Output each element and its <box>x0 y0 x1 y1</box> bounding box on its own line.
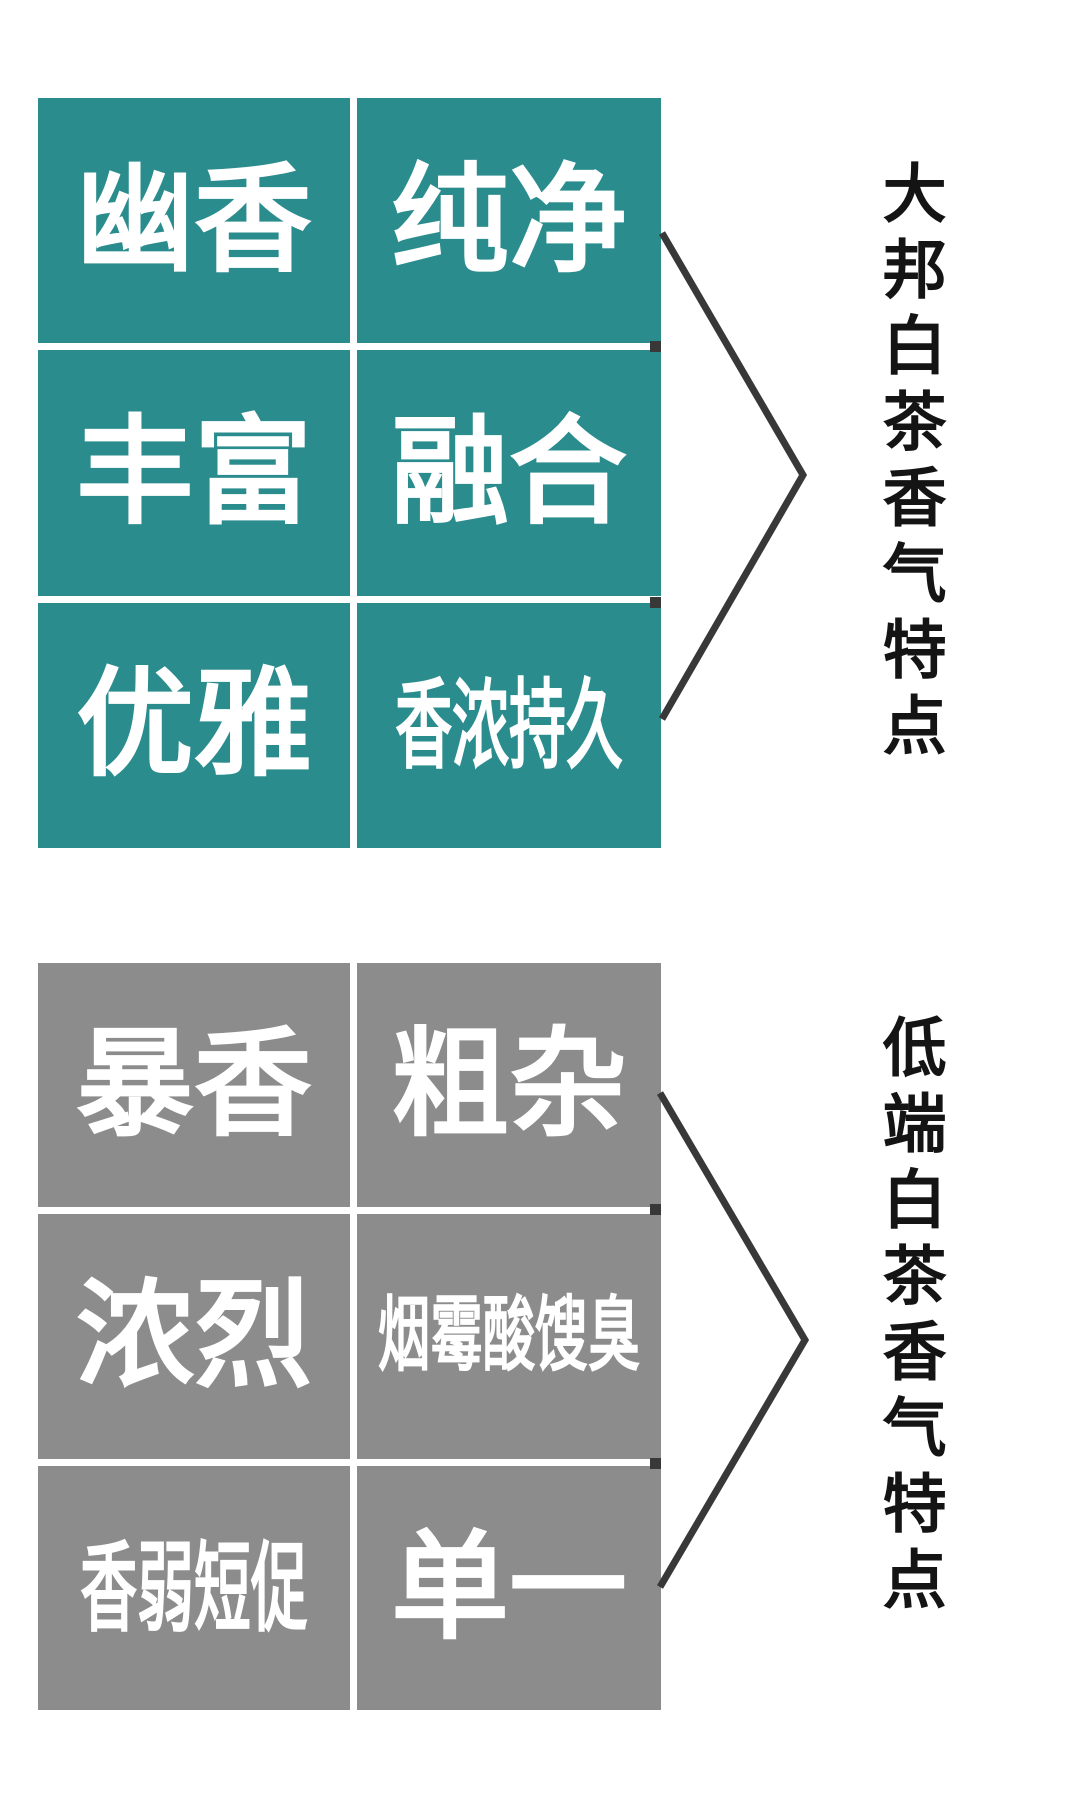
lowend-tile-cuza: 粗杂 <box>357 963 661 1208</box>
divider-notch <box>650 1204 661 1215</box>
tile-label: 浓烈 <box>75 1270 312 1403</box>
lowend-tea-grid: 暴香 粗杂 浓烈 烟霉酸馊臭 香弱短促 单一 <box>38 963 661 1710</box>
premium-tile-ronghe: 融合 <box>357 350 661 596</box>
premium-section-title: 大邦白茶香气特点 <box>873 160 946 768</box>
tile-label: 幽香 <box>75 154 312 287</box>
lowend-tile-danyi: 单一 <box>357 1465 661 1710</box>
premium-tile-fengfu: 丰富 <box>38 350 350 596</box>
tile-label: 暴香 <box>75 1019 312 1152</box>
premium-tea-grid: 幽香 纯净 丰富 融合 优雅 香浓持久 <box>38 98 661 848</box>
tile-label: 融合 <box>390 406 627 539</box>
tile-label: 单一 <box>390 1521 627 1654</box>
lowend-tile-nonglie: 浓烈 <box>38 1214 350 1459</box>
tile-label: 香浓持久 <box>395 670 623 781</box>
divider-notch <box>650 597 661 608</box>
lowend-tile-yanmeisuansouchou: 烟霉酸馊臭 <box>357 1214 661 1459</box>
premium-tile-youxiang: 幽香 <box>38 98 350 344</box>
tile-label: 粗杂 <box>390 1019 627 1152</box>
lowend-tile-xiangruoduancu: 香弱短促 <box>38 1465 350 1710</box>
tile-label: 纯净 <box>390 154 627 287</box>
lowend-tile-baoxiang: 暴香 <box>38 963 350 1208</box>
premium-tile-youya: 优雅 <box>38 602 350 848</box>
tile-label: 烟霉酸馊臭 <box>377 1290 641 1382</box>
tile-label: 优雅 <box>75 659 312 792</box>
premium-tile-chunjing: 纯净 <box>357 98 661 344</box>
premium-bracket-icon <box>658 231 808 721</box>
lowend-section-title: 低端白茶香气特点 <box>873 1014 946 1622</box>
divider-notch <box>650 1458 661 1469</box>
tile-label: 香弱短促 <box>80 1532 308 1643</box>
lowend-bracket-icon <box>656 1091 810 1589</box>
tile-label: 丰富 <box>75 406 312 539</box>
divider-notch <box>650 341 661 352</box>
premium-tile-xiangnongchijiu: 香浓持久 <box>357 602 661 848</box>
